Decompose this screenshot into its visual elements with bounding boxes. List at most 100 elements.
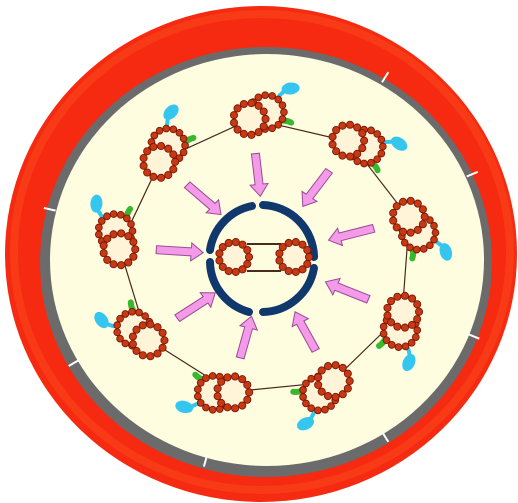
outer-doublet <box>194 373 252 414</box>
tubulin-subunit <box>383 337 390 344</box>
tubulin-subunit <box>255 94 262 101</box>
tubulin-subunit <box>110 261 117 268</box>
tubulin-subunit <box>104 256 111 263</box>
tubulin-subunit <box>421 213 428 220</box>
tubulin-subunit <box>139 322 146 329</box>
tubulin-subunit <box>194 393 201 400</box>
tubulin-subunit <box>132 246 139 253</box>
dynein-outer-arm-stalk <box>386 142 396 143</box>
dynein-outer-arm-stalk <box>167 115 168 125</box>
tubulin-subunit <box>407 197 414 204</box>
tubulin-subunit <box>413 246 420 253</box>
tubulin-subunit <box>339 122 346 129</box>
tubulin-subunit <box>161 337 168 344</box>
tubulin-subunit <box>248 131 255 138</box>
tubulin-subunit <box>248 99 255 106</box>
tubulin-subunit <box>150 143 157 150</box>
tubulin-subunit <box>262 92 269 99</box>
tubulin-subunit <box>232 239 239 246</box>
tubulin-subunit <box>333 126 340 133</box>
tubulin-subunit <box>144 148 151 155</box>
tubulin-subunit <box>339 152 346 159</box>
tubulin-subunit <box>214 385 221 392</box>
tubulin-subunit <box>361 160 368 167</box>
tubulin-subunit <box>354 150 361 157</box>
tubulin-subunit <box>393 203 400 210</box>
tubulin-subunit <box>230 112 237 119</box>
tubulin-subunit <box>140 162 147 169</box>
tubulin-subunit <box>203 375 210 382</box>
tubulin-subunit <box>279 102 286 109</box>
tubulin-subunit <box>419 206 426 213</box>
tubulin-subunit <box>346 377 353 384</box>
tubulin-subunit <box>339 391 346 398</box>
tubulin-subunit <box>315 407 322 414</box>
tubulin-subunit <box>114 322 121 329</box>
tubulin-subunit <box>402 343 409 350</box>
tubulin-subunit <box>170 126 177 133</box>
tubulin-subunit <box>209 406 216 413</box>
tubulin-subunit <box>125 233 132 240</box>
tubulin-subunit <box>401 324 408 331</box>
tubulin-subunit <box>292 239 299 246</box>
tubulin-subunit <box>218 378 225 385</box>
tubulin-subunit <box>368 159 375 166</box>
tubulin-subunit <box>147 353 154 360</box>
tubulin-subunit <box>100 250 107 257</box>
tubulin-subunit <box>240 130 247 137</box>
tubulin-subunit <box>305 253 312 260</box>
tubulin-subunit <box>303 400 310 407</box>
tubulin-subunit <box>414 301 421 308</box>
tubulin-subunit <box>401 292 408 299</box>
tubulin-subunit <box>346 153 353 160</box>
tubulin-subunit <box>260 108 267 115</box>
tubulin-subunit <box>393 224 400 231</box>
tubulin-subunit <box>329 141 336 148</box>
tubulin-subunit <box>390 217 397 224</box>
tubulin-subunit <box>269 125 276 132</box>
tubulin-subunit <box>269 93 276 100</box>
tubulin-subunit <box>380 323 387 330</box>
tubulin-subunit <box>234 126 241 133</box>
tubulin-subunit <box>394 293 401 300</box>
tubulin-subunit <box>130 238 137 245</box>
tubulin-subunit <box>244 246 251 253</box>
tubulin-subunit <box>409 321 416 328</box>
tubulin-subunit <box>285 239 292 246</box>
tubulin-subunit <box>133 326 140 333</box>
tubulin-subunit <box>299 266 306 273</box>
tubulin-subunit <box>165 171 172 178</box>
tubulin-subunit <box>147 321 154 328</box>
tubulin-subunit <box>110 231 117 238</box>
tubulin-subunit <box>260 123 267 130</box>
tubulin-subunit <box>432 229 439 236</box>
tubulin-subunit <box>324 362 331 369</box>
tubulin-subunit <box>244 381 251 388</box>
tubulin-subunit <box>368 127 375 134</box>
tubulin-subunit <box>133 347 140 354</box>
tubulin-subunit <box>95 231 102 238</box>
tubulin-subunit <box>216 257 223 264</box>
tubulin-subunit <box>318 388 325 395</box>
tubulin-subunit <box>245 253 252 260</box>
tubulin-subunit <box>359 144 366 151</box>
tubulin-subunit <box>361 137 368 144</box>
tubulin-subunit <box>225 239 232 246</box>
tubulin-subunit <box>419 221 426 228</box>
tubulin-subunit <box>234 105 241 112</box>
tubulin-subunit <box>344 385 351 392</box>
tubulin-subunit <box>159 344 166 351</box>
tubulin-subunit <box>114 329 121 336</box>
tubulin-subunit <box>194 386 201 393</box>
tubulin-subunit <box>315 381 322 388</box>
tubulin-subunit <box>407 229 414 236</box>
tubulin-subunit <box>408 339 415 346</box>
tubulin-subunit <box>378 136 385 143</box>
tubulin-subunit <box>239 376 246 383</box>
tubulin-subunit <box>129 333 136 340</box>
tubulin-subunit <box>308 375 315 382</box>
tubulin-subunit <box>140 154 147 161</box>
tubulin-subunit <box>394 323 401 330</box>
tubulin-subunit <box>180 135 187 142</box>
